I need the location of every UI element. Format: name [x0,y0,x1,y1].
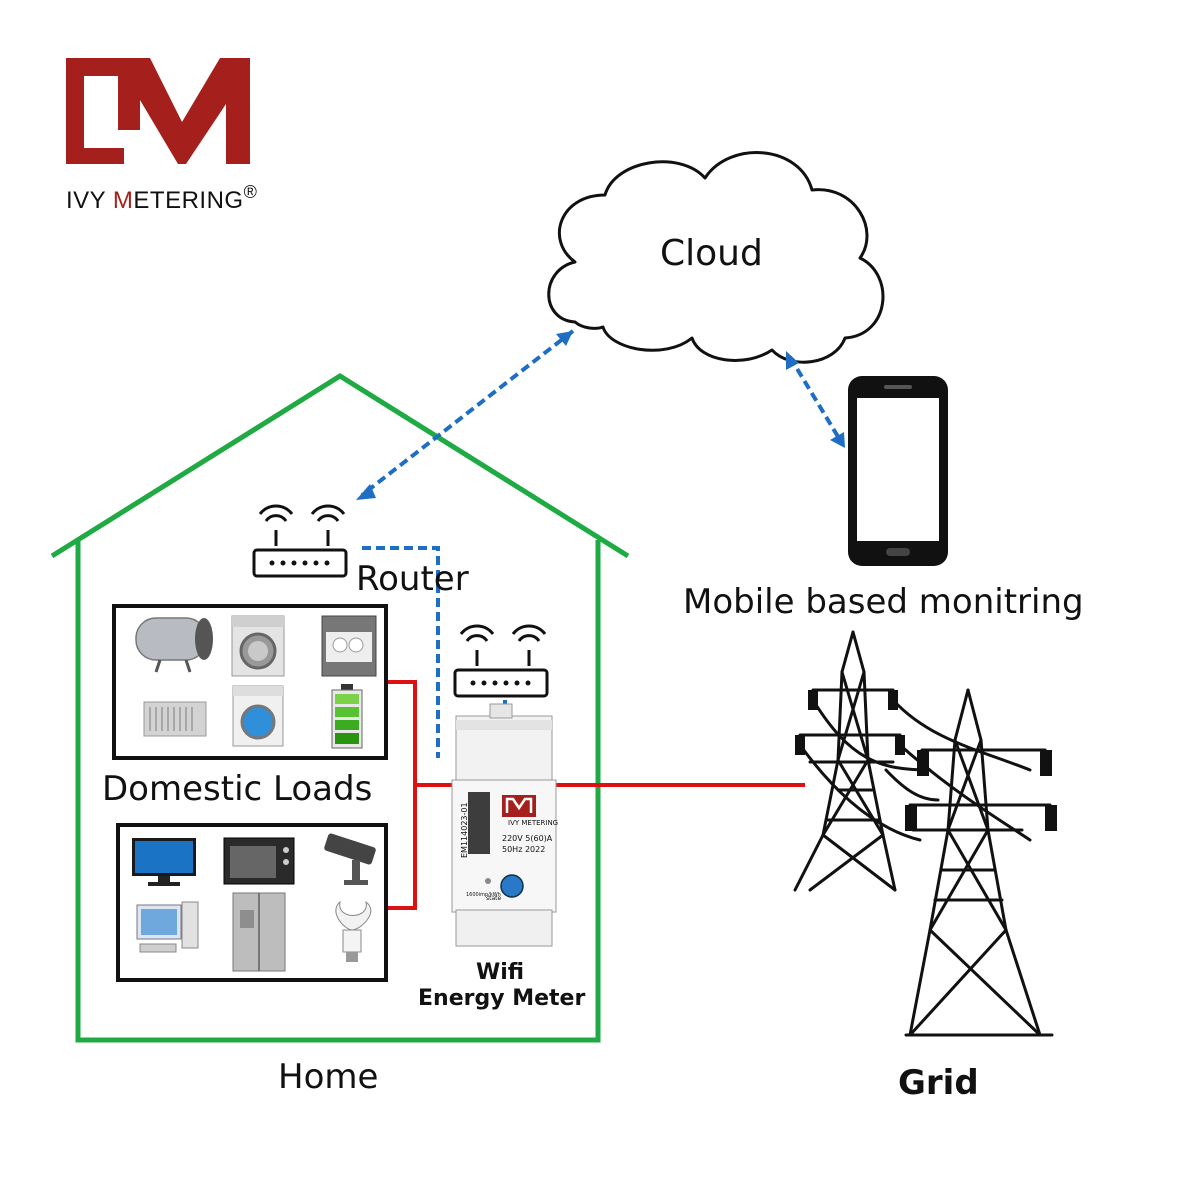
ivy-metering-logo-icon [66,58,250,164]
tv-icon [132,838,196,886]
water-heater-icon [135,617,213,673]
router-icon [252,504,348,578]
mobile-monitoring-label: Mobile based monitring [683,582,1084,622]
meter-rating2-text: 50Hz 2022 [502,845,546,854]
air-conditioner-icon [143,701,207,737]
home-outline [50,373,630,559]
refrigerator-icon [232,892,286,972]
router-label: Router [356,559,469,599]
wifi-energy-meter-device [451,703,557,947]
insulators-icon [795,690,1057,831]
grid-label: Grid [898,1063,979,1103]
transmission-tower-icon [793,630,1054,1037]
meter-rating1-text: 220V 5(60)A [502,834,553,843]
meter-imp-text: 1600imp/kWh [466,892,501,898]
light-bulb-icon [335,900,372,962]
battery-icon [331,684,363,749]
brand-name: IVY METERING® [66,182,258,214]
oven-icon [223,837,295,885]
domestic-loads-label: Domestic Loads [102,769,373,809]
domestic-loads-box-2 [116,823,388,982]
security-camera-icon [324,833,376,885]
desktop-computer-icon [136,901,199,953]
mobile-phone-icon [848,376,948,566]
front-load-washer-icon [232,685,284,747]
meter-label-line1: Wifi [475,960,525,985]
wifi-energy-meter-label: Wifi Energy Meter [418,960,586,1013]
meter-state-text: state [486,895,502,902]
meter-model-text: EM114023-01 [460,802,469,858]
cloud-label: Cloud [660,233,763,274]
dishwasher-icon [321,615,377,677]
meter-brand-text: IVY METERING [508,819,559,827]
home-label: Home [278,1057,379,1097]
cloud-shape [547,151,885,364]
meter-wifi-module-icon [453,624,549,698]
home-walls [75,540,601,1043]
wireless-links [360,329,842,758]
meter-label-line2: Energy Meter [418,986,586,1012]
link-arrowheads [356,331,845,500]
washing-machine-icon [231,615,285,677]
meter-logo-icon [502,795,536,817]
domestic-loads-box-1 [112,604,388,760]
